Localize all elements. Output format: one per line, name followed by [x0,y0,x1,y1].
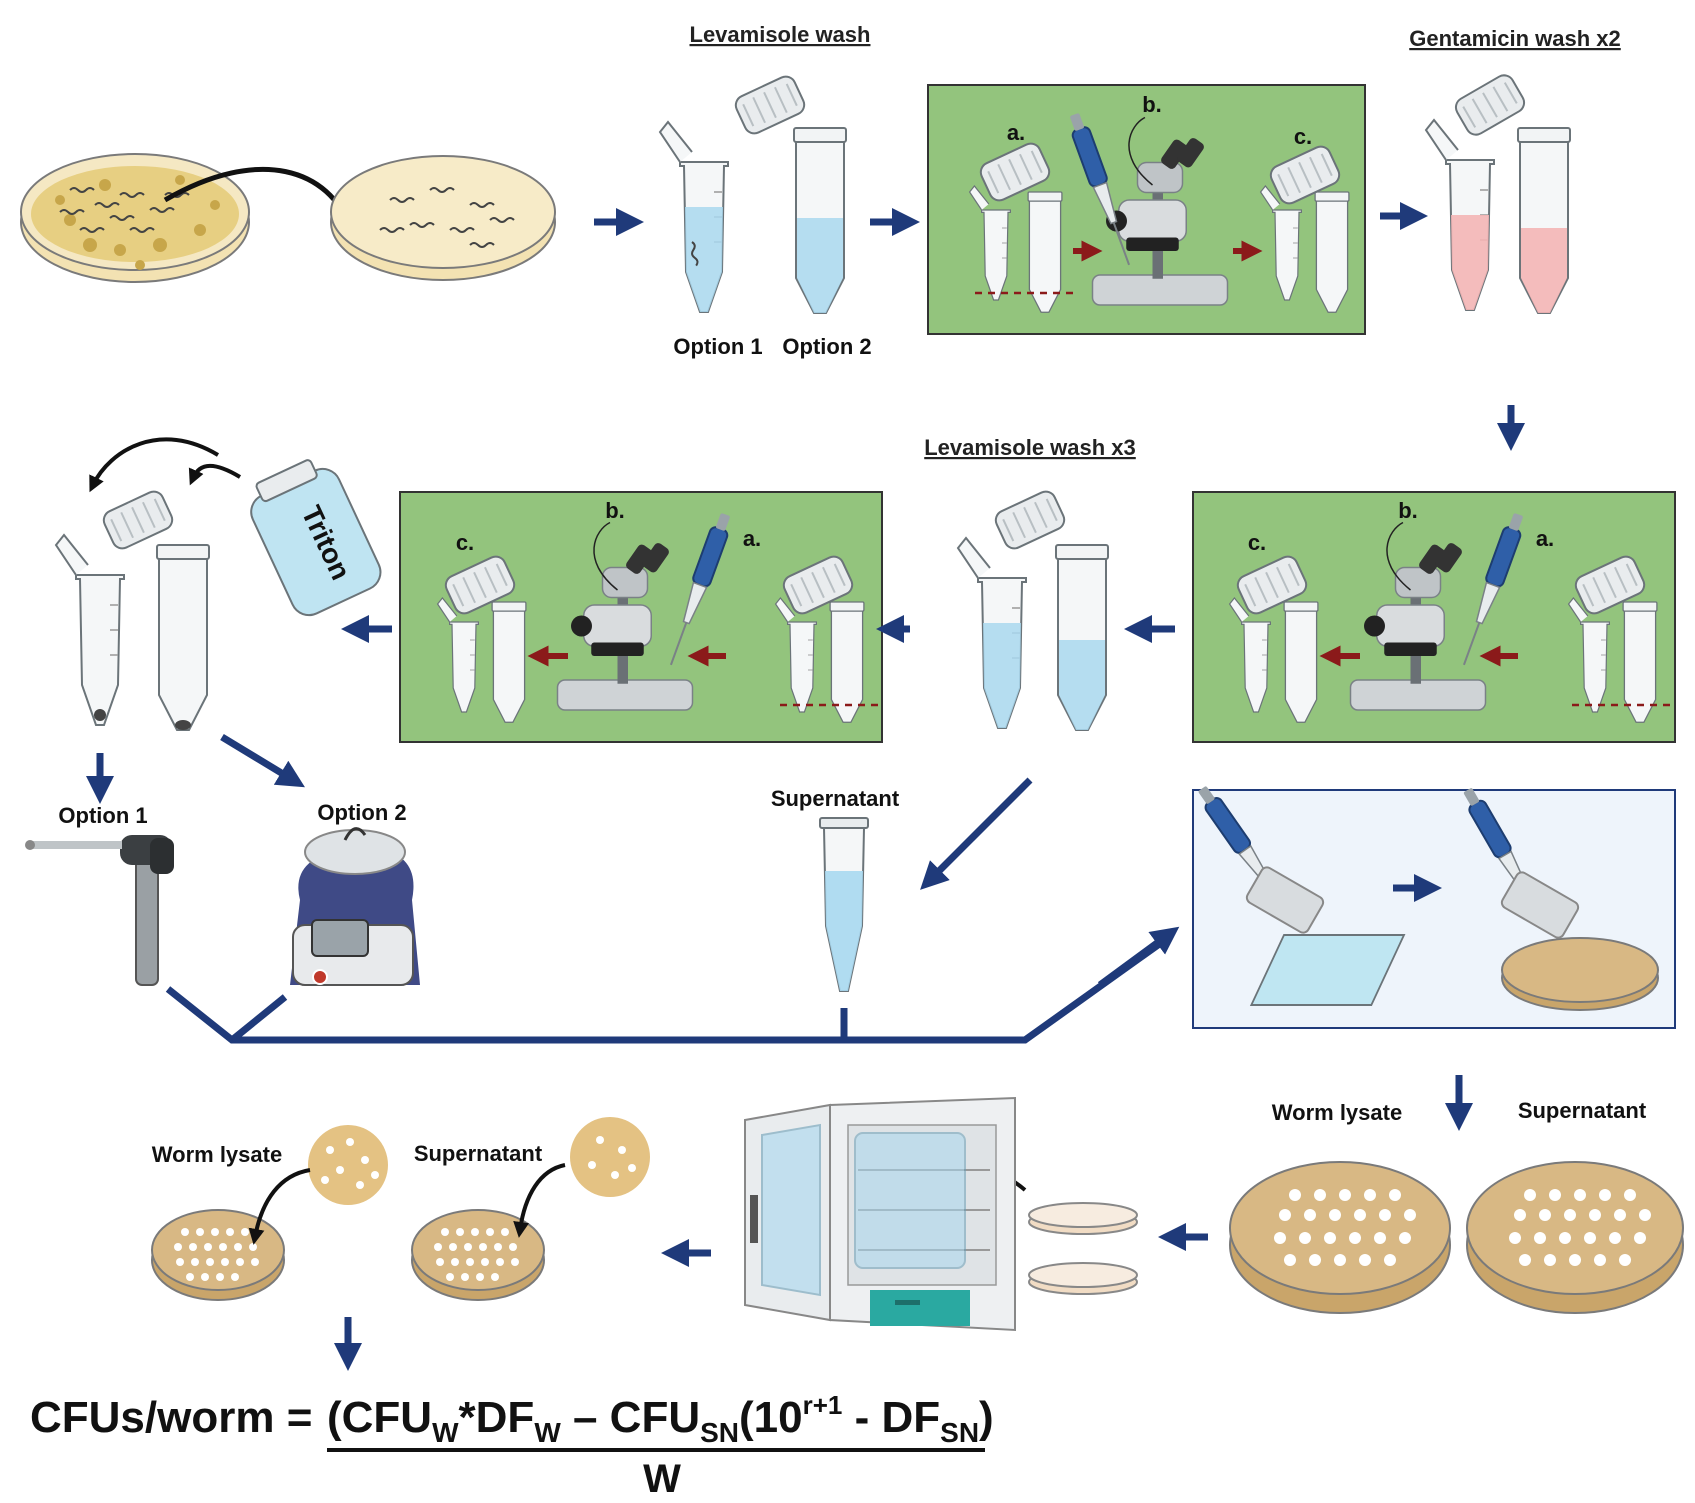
zoom-arrow [513,1163,566,1238]
gentamicin-wash-label: Gentamicin wash x2 [1409,26,1621,51]
formula-minus-df: - DF [842,1393,940,1442]
flow-arrow [220,734,305,788]
levamisole-x3-tubes [957,487,1109,731]
option1-top-label: Option 1 [673,334,762,359]
supernatant-tube [819,817,869,992]
vortex-mixer [290,827,420,986]
formula-open: (CFU [327,1393,432,1442]
option2-top-label: Option 2 [782,334,871,359]
flow-arrow [920,777,1033,890]
levamisole-wash-label: Levamisole wash [690,22,871,47]
worm-lysate-result-label: Worm lysate [152,1142,282,1167]
plating-panel [1192,782,1676,1029]
cfu-formula: CFUs/worm = (CFUW*DFW – CFUSN(10r+1 - DF… [30,1390,994,1501]
formula-ten: (10 [739,1393,803,1442]
step-b-label: b. [605,498,625,523]
gentamicin-tubes [1425,70,1571,314]
triton-bottle: Triton [250,459,382,617]
clean-plate [330,155,556,281]
wash-panel-2: c. b. a. [399,491,883,743]
formula-sup-exp: r+1 [803,1390,843,1420]
supernatant-plate [1466,1161,1684,1314]
worm-lysate-plate-label: Worm lysate [1272,1100,1402,1125]
step-c-label: c. [456,530,474,555]
step-a-label: a. [743,526,761,551]
stacked-plates [1028,1202,1138,1295]
formula-sub-w2: W [534,1417,561,1448]
incubator [744,1096,1016,1332]
supernatant-result-label: Supernatant [414,1141,543,1166]
step-c-label: c. [1294,124,1312,149]
levamisole-tubes [659,72,847,314]
option2-label: Option 2 [317,800,406,825]
step-a-label: a. [1007,120,1025,145]
wash-panel-1: a. b. c. [927,84,1366,335]
supernatant-colony-zoom [570,1117,650,1197]
formula-minus-cfu: – CFU [561,1393,700,1442]
supernatant-plate-label: Supernatant [1518,1098,1647,1123]
formula-lhs: CFUs/worm = [30,1393,312,1442]
source-plate [20,153,250,283]
formula-sub-sn: SN [700,1417,739,1448]
formula-times-df: *DF [459,1393,535,1442]
worm-lysate-result-plate [151,1209,285,1301]
levamisole-wash-x3-label: Levamisole wash x3 [924,435,1136,460]
step-c-label: c. [1248,530,1266,555]
homogenizer [25,835,174,986]
triton-tubes [55,487,210,731]
supernatant-result-plate [411,1209,545,1301]
step-b-label: b. [1398,498,1418,523]
formula-sub-w: W [432,1417,459,1448]
formula-sub-sn2: SN [940,1417,979,1448]
wash-panel-3: c. b. a. [1192,491,1676,743]
merge-lines [165,937,1168,1044]
step-b-label: b. [1142,92,1162,117]
worm-lysate-plate [1229,1161,1451,1314]
worm-lysate-colony-zoom [308,1125,388,1205]
triton-arrow-large [89,437,220,493]
triton-arrow-small [188,463,242,486]
option1-label: Option 1 [58,803,147,828]
flow-arrow [1097,926,1180,988]
formula-denominator: W [643,1457,681,1501]
formula-close: ) [979,1393,994,1442]
supernatant-tube-label: Supernatant [771,786,900,811]
step-a-label: a. [1536,526,1554,551]
formula-numerator: (CFUW*DFW – CFUSN(10r+1 - DFSN) [327,1390,994,1448]
zoom-arrow [248,1168,311,1245]
